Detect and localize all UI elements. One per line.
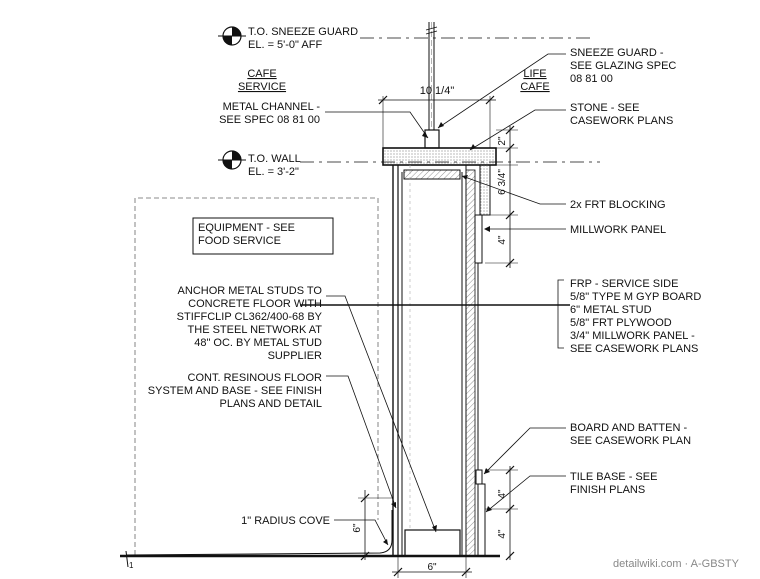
assembly-note-line3: 6" METAL STUD <box>570 304 652 316</box>
metal-channel-note-line2: SEE SPEC 08 81 00 <box>219 114 320 126</box>
assembly-note-line5: 3/4" MILLWORK PANEL - <box>570 330 695 342</box>
dimension-panel-4-label: 4" <box>497 235 508 245</box>
millwork-note: MILLWORK PANEL <box>570 224 666 236</box>
anchor-note-line1: ANCHOR METAL STUDS TO <box>178 285 323 297</box>
metal-channel-leader <box>325 111 429 139</box>
assembly-note-line6: SEE CASEWORK PLANS <box>570 343 698 355</box>
stone-cap <box>382 147 497 166</box>
batten <box>475 469 483 485</box>
resinous-floor-cove <box>125 510 393 556</box>
assembly-bracket <box>557 279 564 349</box>
tile-base-note-line2: FINISH PLANS <box>570 484 645 496</box>
resinous-note-line2: SYSTEM AND BASE - SEE FINISH <box>148 385 322 397</box>
resinous-note-line1: CONT. RESINOUS FLOOR <box>188 372 323 384</box>
sneeze-guard-note-line1: SNEEZE GUARD - <box>570 47 664 59</box>
resinous-leader <box>326 375 397 509</box>
anchor-note-line2: CONCRETE FLOOR WITH <box>188 298 322 310</box>
sneeze-guard-note-line2: SEE GLAZING SPEC <box>570 60 676 72</box>
stone-note-line1: STONE - SEE <box>570 102 639 114</box>
tile-base-leader <box>485 475 566 513</box>
millwork-panel <box>474 214 483 264</box>
bottom-track <box>404 529 461 557</box>
equipment-outline <box>134 197 379 555</box>
frt-blocking <box>403 169 461 180</box>
wall-elevation-value: EL. = 3'-2" <box>248 166 299 178</box>
equipment-note-line2: FOOD SERVICE <box>198 235 281 247</box>
anchor-note-line3: STIFFCLIP CL362/400-68 BY <box>177 311 323 323</box>
wall-elevation-title: T.O. WALL <box>248 153 301 165</box>
tile-base <box>477 483 486 557</box>
side-label-cafe-right: CAFE <box>520 81 549 93</box>
dimension-base-6-label: 6" <box>427 562 437 573</box>
tile-base-note-line1: TILE BASE - SEE <box>570 471 657 483</box>
dimension-batten-4-label: 4" <box>497 489 508 499</box>
stone-apron <box>479 164 491 216</box>
board-batten-note-line1: BOARD AND BATTEN - <box>570 422 687 434</box>
side-label-cafe: CAFE <box>247 68 276 80</box>
dimension-6-3-4-label: 6 3/4" <box>497 169 508 195</box>
watermark: detailwiki.com · A-GBSTY <box>613 558 740 570</box>
elevation-marker-wall <box>218 150 246 170</box>
stone-leader <box>469 109 566 151</box>
assembly-note-line2: 5/8" TYPE M GYP BOARD <box>570 291 701 303</box>
stone-note-line2: CASEWORK PLANS <box>570 115 673 127</box>
sneeze-guard-elevation-title: T.O. SNEEZE GUARD <box>248 26 358 38</box>
cove-note: 1" RADIUS COVE <box>241 515 330 527</box>
resinous-note-line3: PLANS AND DETAIL <box>220 398 323 410</box>
assembly-note-line1: FRP - SERVICE SIDE <box>570 278 678 290</box>
sneeze-guard-note-line3: 08 81 00 <box>570 73 613 85</box>
anchor-leader <box>326 295 437 533</box>
anchor-note-line5: 48" OC. BY METAL STUD <box>194 337 322 349</box>
frt-plywood <box>465 169 476 557</box>
equipment-note-box <box>192 217 334 255</box>
dimension-top-width <box>378 95 496 148</box>
anchor-note-line6: SUPPLIER <box>268 350 322 362</box>
dimension-right-vertical <box>485 125 518 268</box>
blocking-leader <box>461 175 566 205</box>
side-label-life: LIFE <box>523 68 546 80</box>
dimension-bottom-right <box>485 465 518 561</box>
blocking-note: 2x FRT BLOCKING <box>570 199 666 211</box>
elevation-marker-sneeze-guard <box>218 26 246 46</box>
cove-leader <box>334 519 389 546</box>
equipment-note-line1: EQUIPMENT - SEE <box>198 222 295 234</box>
dimension-base-width <box>392 556 472 578</box>
board-batten-note-line2: SEE CASEWORK PLAN <box>570 435 691 447</box>
anchor-note-line4: THE STEEL NETWORK AT <box>188 324 323 336</box>
board-batten-leader <box>483 427 566 475</box>
dimension-tile-4-label: 4" <box>497 529 508 539</box>
metal-channel-note-line1: METAL CHANNEL - <box>223 101 321 113</box>
detail-marker: 1 <box>129 561 134 570</box>
dimension-cove <box>358 490 392 561</box>
metal-channel <box>424 129 440 149</box>
sneeze-guard-elevation-value: EL. = 5'-0" AFF <box>248 39 322 51</box>
side-label-service: SERVICE <box>238 81 286 93</box>
dimension-top-width-label: 10 1/4" <box>420 85 455 97</box>
sneeze-guard-glass <box>425 22 438 130</box>
dimension-cove-6-label: 6" <box>352 523 363 533</box>
dimension-2-label: 2" <box>497 136 508 146</box>
assembly-note-line4: 5/8" FRT PLYWOOD <box>570 317 672 329</box>
sneeze-guard-leader <box>437 53 566 129</box>
